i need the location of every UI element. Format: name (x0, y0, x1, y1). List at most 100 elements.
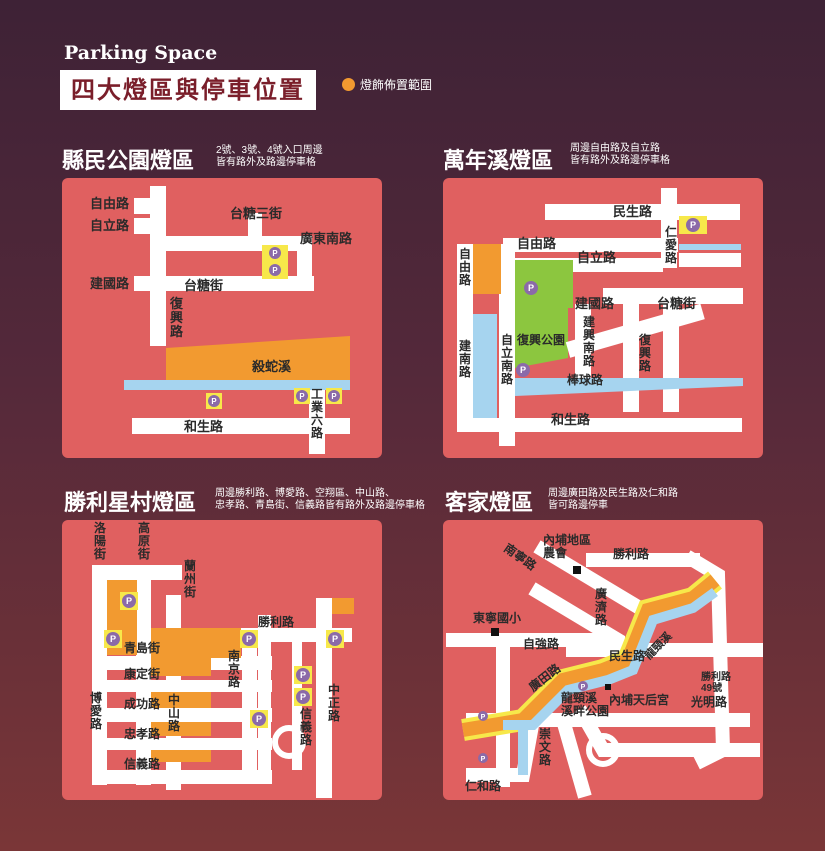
road-label: 棒球路 (567, 372, 604, 387)
road-label: 自強路 (523, 636, 560, 651)
parking-icon: P (481, 714, 486, 721)
road-label-line: 自 (501, 332, 513, 347)
road-label-line: 復 (169, 296, 184, 311)
road-label: 復興路 (169, 296, 184, 339)
road-label: 東寧國小 (473, 610, 521, 625)
road-label-line: 山 (168, 705, 180, 720)
road-label: 建興南路 (582, 314, 596, 368)
road-label: 自由路 (90, 196, 130, 211)
parking-icon: P (690, 220, 696, 230)
road-label-line: 南 (228, 648, 240, 663)
parking-icon: P (520, 365, 526, 375)
road-label: 南京路 (228, 648, 241, 689)
road-label-line: 龍頸溪 (561, 690, 598, 705)
parking-icon: P (331, 392, 336, 401)
road-label: 中正路 (328, 682, 341, 723)
road-label: 台糖街 (184, 278, 223, 293)
road-label: 民生路 (609, 648, 646, 663)
legend-dot-icon (342, 78, 355, 91)
road-label-line: 路 (300, 732, 313, 747)
parking-icons: PPP (516, 216, 707, 377)
road-label: 和生路 (551, 412, 591, 427)
road-label-line: 路 (639, 358, 652, 373)
parking-icon: P (300, 692, 306, 702)
road-label-line: 高 (138, 520, 150, 535)
road-label-line: 路 (168, 718, 181, 733)
road-label-line: 勝利路 (701, 670, 732, 683)
road-label-line: 街 (137, 546, 150, 561)
parking-icon: P (256, 714, 262, 724)
road-label: 和生路 (184, 419, 224, 434)
page-title: 四大燈區與停車位置 (60, 70, 316, 110)
road-label: 復興公園 (516, 332, 565, 347)
road-label: 工業六路 (310, 387, 324, 440)
road-label-line: 中 (328, 682, 340, 697)
road-label-line: 自 (459, 246, 471, 261)
hakka-note: 周邊廣田路及民生路及仁和路 皆可路邊停車 (548, 488, 678, 511)
road-label-line: 正 (328, 696, 340, 710)
road-label: 成功路 (124, 696, 161, 711)
road-label: 博愛路 (90, 690, 103, 731)
road-label: 自立南路 (501, 332, 514, 386)
road-label-line: 南 (501, 358, 513, 373)
road-label-line: 廣 (595, 586, 607, 601)
road-label-line: 立 (501, 345, 513, 360)
road-label-line: 六 (311, 412, 323, 427)
road-label-line: 路 (539, 752, 552, 767)
road-label: 自由路 (459, 246, 472, 287)
parking-icon: P (126, 596, 132, 606)
road-label: 廣濟路 (595, 586, 608, 627)
road-label: 光明路 (690, 694, 728, 709)
road-label: 崇文路 (539, 726, 552, 767)
road-label-line: 興 (170, 310, 183, 325)
road-label: 自由路 (517, 236, 557, 251)
road-label: 建國路 (90, 276, 130, 291)
road-label: 龍頸溪溪畔公園 (561, 690, 609, 718)
road-label: 仁愛路 (665, 224, 678, 265)
road-label-line: 路 (90, 716, 103, 731)
road-label: 蘭州街 (183, 558, 196, 599)
road-label: 康定街 (124, 666, 160, 681)
wannianxi-title: 萬年溪燈區 (443, 148, 554, 173)
road-label: 高原街 (137, 520, 150, 561)
road-label: 信義路 (124, 756, 161, 771)
county-park-title: 縣民公園燈區 (62, 148, 195, 173)
parking-icon: P (481, 756, 486, 763)
road-label-line: 路 (228, 674, 241, 689)
road-label-line: 濟 (595, 599, 607, 614)
road-label-line: 洛 (94, 520, 107, 535)
parking-icon: P (110, 634, 116, 644)
road-label: 中山路 (168, 692, 181, 733)
parking-icon: P (300, 670, 306, 680)
parking-icon: P (211, 397, 216, 406)
road-label-line: 信 (300, 706, 312, 721)
road-label: 勝利路 (613, 546, 650, 561)
road-label-line: 路 (501, 371, 514, 386)
parking-icons: P P P (478, 681, 588, 763)
hakka-title: 客家燈區 (445, 490, 534, 515)
legend: 燈飾佈置範圍 (342, 76, 432, 93)
parking-icon: P (581, 684, 586, 691)
road-label-line: 州 (183, 572, 196, 586)
road-label-line: 崇 (539, 726, 551, 741)
road-label: 內埔地區農會 (543, 532, 591, 560)
road-label: 建南路 (458, 338, 472, 379)
road-label: 內埔天后宮 (609, 692, 669, 707)
parking-icon: P (332, 634, 338, 644)
road-label: 南寧路 (501, 540, 540, 574)
road-label-line: 路 (170, 324, 184, 339)
road-label-line: 由 (459, 259, 471, 274)
shengli-title: 勝利星村燈區 (64, 490, 197, 515)
road-label-line: 路 (459, 272, 472, 287)
road-label: 廣東南路 (300, 231, 353, 246)
parking-icon: P (299, 392, 304, 401)
road-label-line: 愛 (665, 237, 677, 252)
road-label-line: 陽 (94, 534, 106, 548)
road-label-line: 街 (93, 546, 106, 561)
wannianxi-note: 周邊自由路及自立路 皆有路外及路邊停車格 (570, 143, 670, 166)
